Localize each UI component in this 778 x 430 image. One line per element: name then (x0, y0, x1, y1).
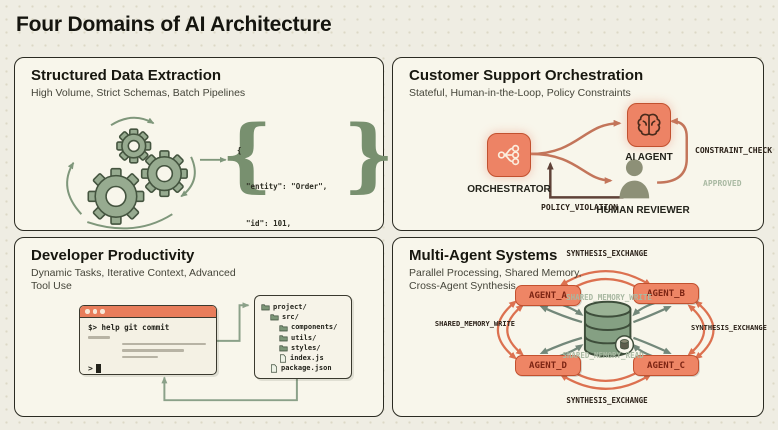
tree-item-label: utils/ (291, 333, 317, 342)
orchestrator-node (487, 133, 531, 177)
tree-item-label: package.json (281, 364, 332, 373)
tree-item-label: index.js (290, 354, 324, 363)
panel-title: Structured Data Extraction (31, 67, 222, 84)
file-icon (280, 354, 286, 363)
gear-large-icon (87, 167, 145, 225)
policy-violation-label: POLICY_VIOLATION (541, 203, 619, 212)
terminal-cursor (95, 364, 101, 373)
terminal-tree-connectors (161, 302, 298, 402)
code-line: { (237, 145, 242, 155)
tree-item: src/ (270, 312, 345, 322)
window-dot-icon (85, 309, 90, 314)
panel-developer-productivity: Developer Productivity Dynamic Tasks, It… (14, 237, 384, 417)
tree-item: package.json (270, 363, 345, 373)
ai-agent-label: AI AGENT (625, 152, 673, 163)
panel-subtitle: Dynamic Tasks, Iterative Context, Advanc… (31, 267, 236, 292)
panel-subtitle: High Volume, Strict Schemas, Batch Pipel… (31, 87, 246, 99)
shared-memory-read-label: SHARED_MEMORY_READ (562, 351, 644, 360)
constraint-check-label: CONSTRAINT_CHECK (695, 146, 773, 155)
tree-item-label: src/ (282, 313, 299, 322)
output-line-placeholder (122, 342, 206, 345)
file-icon (271, 364, 277, 373)
panel-title: Developer Productivity (31, 247, 195, 264)
terminal-body: $> help git commit > (80, 318, 216, 378)
brain-icon (637, 113, 661, 136)
gear-rotation-arrow-top (110, 116, 155, 127)
prompt-chevron: > (88, 364, 93, 373)
folder-icon (279, 345, 288, 352)
policy-violation-arrow (546, 161, 624, 199)
output-line-placeholder (122, 349, 184, 352)
agent-c-node: AGENT_C (633, 355, 699, 376)
approved-label: APPROVED (703, 179, 742, 188)
panel-multi-agent-systems: Multi-Agent Systems Parallel Processing,… (392, 237, 767, 417)
terminal-command: $> help git commit (88, 323, 170, 332)
constraint-check-arrow (657, 117, 688, 184)
window-dot-icon (100, 309, 105, 314)
human-reviewer-label: HUMAN REVIEWER (596, 205, 690, 216)
file-tree-card: project/ src/ components/ utils/ styles/… (254, 295, 352, 379)
gear-rotation-arrow-left (66, 161, 83, 215)
orchestrator-label: ORCHESTRATOR (467, 184, 551, 195)
shared-memory-write-left-label: SHARED_MEMORY_WRITE (434, 320, 515, 328)
panel-structured-data-extraction: Structured Data Extraction High Volume, … (14, 57, 394, 339)
agent-d-node: AGENT_D (515, 355, 581, 376)
output-line-placeholder (88, 336, 110, 339)
gear-rotation-arc-bottom (86, 213, 173, 230)
synthesis-exchange-right-label: SYNTHESIS_EXCHANGE (691, 324, 767, 332)
window-dot-icon (92, 309, 97, 314)
panel-subtitle: Stateful, Human-in-the-Loop, Policy Cons… (409, 87, 631, 99)
gear-medium-icon (140, 150, 188, 198)
tree-item-label: components/ (291, 323, 338, 332)
agent-a-node: AGENT_A (515, 285, 581, 306)
gear-small-icon (116, 128, 152, 164)
panel-subtitle: Parallel Processing, Shared Memory, Cros… (409, 267, 582, 292)
folder-icon (279, 335, 288, 342)
shared-memory-write-label: SHARED_MEMORY_WRITE (566, 293, 652, 302)
shared-memory-database-icon (583, 300, 635, 358)
terminal-window: $> help git commit > (79, 305, 217, 375)
page-title: Four Domains of AI Architecture (16, 13, 332, 36)
folder-icon (279, 324, 288, 331)
tree-to-terminal-connector (161, 376, 298, 402)
terminal-to-tree-connector (215, 302, 250, 342)
tree-item: project/ (261, 302, 345, 312)
panel-title: Customer Support Orchestration (409, 67, 644, 84)
ai-agent-node (627, 103, 671, 147)
code-line: "entity": "Order", (237, 182, 328, 192)
open-brace-glyph: { (221, 107, 273, 201)
orchestrator-to-human-arrow (530, 152, 613, 185)
gears-pipeline-graphic (66, 116, 227, 230)
code-line: "id": 101, (237, 219, 292, 229)
panel-customer-support-orchestration: Customer Support Orchestration Stateful,… (392, 57, 772, 231)
synthesis-exchange-bottom-label: SYNTHESIS_EXCHANGE (566, 396, 648, 405)
branching-icon (497, 144, 520, 166)
human-reviewer-icon (619, 159, 650, 199)
folder-icon (261, 304, 270, 311)
gear-rotation-arrow-right (180, 156, 196, 198)
agent-b-node: AGENT_B (633, 283, 699, 304)
tree-item: index.js (279, 353, 345, 363)
output-line-placeholder (122, 355, 158, 358)
orchestration-flow-graphic (530, 117, 688, 199)
terminal-titlebar (80, 306, 216, 318)
tree-item-label: styles/ (291, 343, 321, 352)
tree-item-label: project/ (273, 303, 307, 311)
tree-item: components/ (279, 322, 345, 332)
orchestrator-to-agent-arrow (530, 119, 622, 156)
terminal-prompt: > (88, 364, 208, 373)
tree-item: utils/ (279, 333, 345, 343)
synthesis-exchange-top-label: SYNTHESIS_EXCHANGE (566, 249, 648, 258)
tree-item: styles/ (279, 343, 345, 353)
close-brace-glyph: } (343, 107, 395, 201)
folder-icon (270, 314, 279, 321)
panel-title: Multi-Agent Systems (409, 247, 558, 264)
